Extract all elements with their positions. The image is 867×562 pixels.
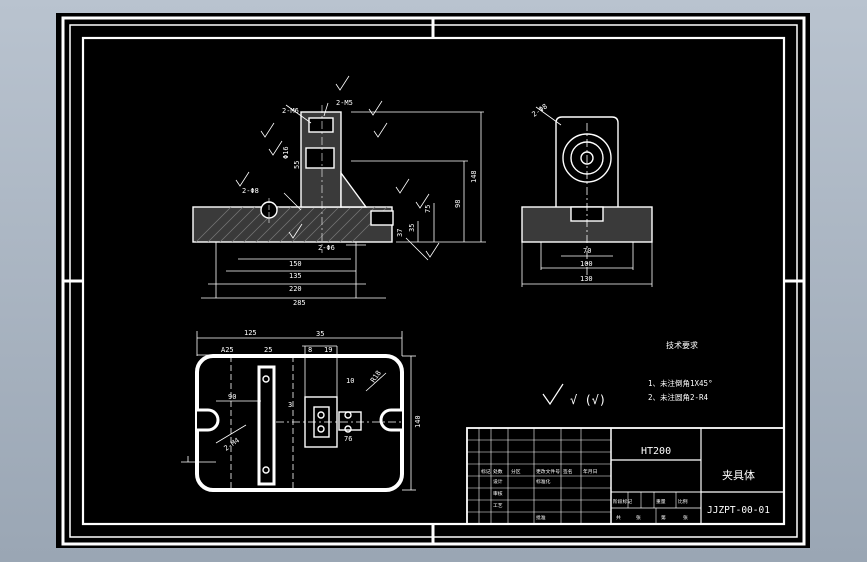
front-view	[192, 75, 486, 299]
dim-r18: R18	[369, 369, 383, 384]
dim-35-top: 35	[316, 330, 324, 338]
title-label-design: 设计	[493, 478, 503, 485]
dim-140: 140	[414, 415, 422, 428]
hole-note-front-2: 2-Φ6	[318, 244, 335, 252]
title-label-zone: 分区	[511, 468, 521, 475]
top-view	[181, 331, 416, 492]
dim-3: 3	[288, 401, 292, 409]
dim-phi16: Φ16	[282, 146, 290, 159]
dim-285: 285	[293, 299, 306, 307]
cad-drawing: 285 220 135 150 148 98 75 35 37 Φ16 55 2…	[61, 16, 806, 546]
drawing-sheet: 285 220 135 150 148 98 75 35 37 Φ16 55 2…	[56, 13, 810, 548]
title-label-change-doc: 更改文件号	[536, 468, 560, 475]
inner-frame	[81, 36, 786, 526]
dim-150: 150	[289, 260, 302, 268]
dim-70: 70	[583, 247, 591, 255]
title-label-count: 处数	[493, 468, 503, 475]
thread-note-front: 2-M5	[336, 99, 353, 107]
title-label-stage: 阶段标记	[613, 498, 632, 505]
dim-19: 19	[324, 346, 332, 354]
dim-35: 35	[408, 224, 416, 232]
title-label-signature: 签名	[563, 468, 573, 475]
part-name-text: 夹具体	[722, 468, 755, 482]
dim-125: 125	[244, 329, 257, 337]
roughness-text: √ (√)	[570, 393, 606, 407]
title-label-date: 年月日	[583, 468, 597, 475]
title-label-weight: 重量	[656, 498, 666, 505]
outer-frame	[61, 16, 806, 546]
title-label-review: 审核	[493, 490, 503, 497]
dim-55: 55	[293, 161, 301, 169]
dim-90: 90	[228, 393, 236, 401]
thread-note-front-2: 2-M6	[282, 107, 299, 115]
dim-25: 25	[264, 346, 272, 354]
roughness-symbol	[542, 383, 564, 406]
tech-req-title: 技术要求	[666, 340, 698, 350]
dim-8: 8	[308, 346, 312, 354]
title-label-standardization: 标准化	[536, 478, 551, 485]
title-label-scale: 比例	[678, 498, 688, 505]
dim-98: 98	[454, 200, 462, 208]
tech-req-item-1: 1、未注倒角1X45°	[648, 378, 713, 388]
drawing-number-text: JJZPT-00-01	[707, 505, 770, 516]
side-view	[521, 106, 653, 287]
dim-37: 37	[396, 229, 404, 237]
title-label-process: 工艺	[493, 503, 503, 509]
title-label-total: 共	[616, 514, 621, 521]
dim-135: 135	[289, 272, 302, 280]
dim-10: 10	[346, 377, 354, 385]
thread-note-top: 2-M4	[223, 436, 241, 452]
dim-75: 75	[424, 205, 432, 213]
technical-requirements: 技术要求 1、未注倒角1X45° 2、未注圆角2-R4	[648, 340, 713, 402]
hole-note-front: 2-Φ8	[242, 187, 259, 195]
title-label-sheet-2: 张	[683, 514, 688, 521]
dim-220: 220	[289, 285, 302, 293]
dim-a25: A25	[221, 346, 234, 354]
dim-148: 148	[470, 170, 478, 183]
title-label-page: 第	[661, 514, 666, 521]
title-label-mark: 标记	[481, 468, 491, 475]
hole-note-side: 2-Φ8	[531, 102, 549, 118]
title-block	[466, 427, 785, 525]
dim-130: 130	[580, 275, 593, 283]
dim-100: 100	[580, 260, 593, 268]
dim-76: 76	[344, 435, 352, 443]
tech-req-item-2: 2、未注圆角2-R4	[648, 392, 709, 402]
material-text: HT200	[641, 446, 671, 457]
title-label-approve: 批准	[536, 514, 546, 521]
title-label-sheet-1: 张	[636, 514, 641, 521]
